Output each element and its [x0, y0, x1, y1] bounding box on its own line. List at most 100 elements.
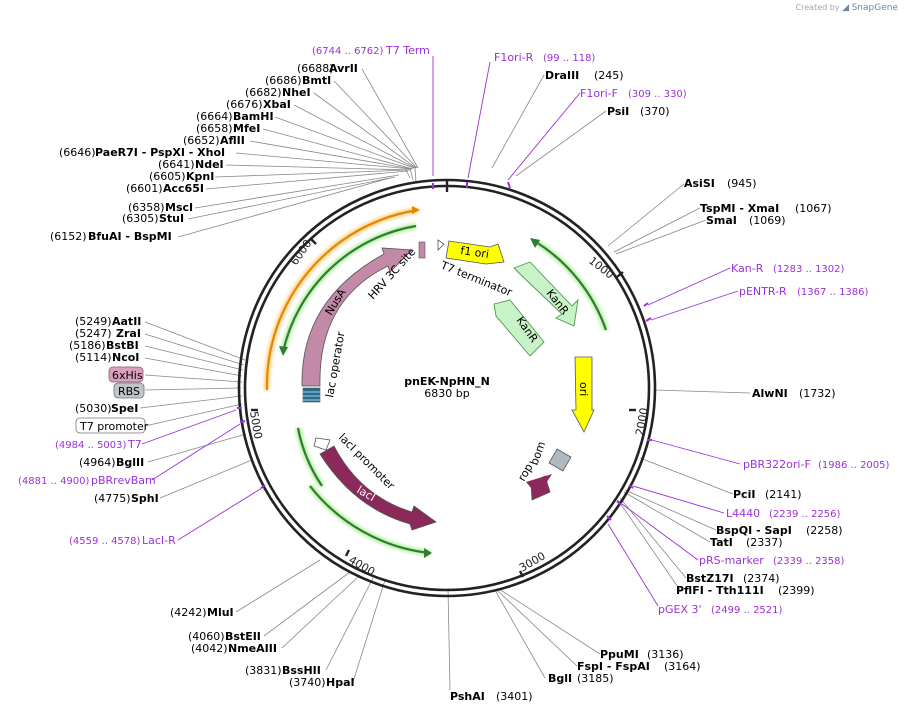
svg-text:(5186): (5186)	[69, 339, 106, 352]
enzyme-paer7i-pspxi-xhoi[interactable]: (6646)PaeR7I - PspXI - XhoI	[59, 146, 225, 159]
svg-text:Acc65I: Acc65I	[163, 182, 204, 195]
svg-text:(6646): (6646)	[59, 146, 96, 159]
enzyme-bglii[interactable]: (4964)BglII	[79, 456, 144, 469]
svg-text:(309 .. 330): (309 .. 330)	[628, 89, 687, 100]
svg-text:NdeI: NdeI	[195, 158, 224, 171]
enzyme-stui[interactable]: (6305)StuI	[122, 212, 184, 225]
primer-t7-term[interactable]: (6744 .. 6762)T7 Term	[312, 44, 430, 57]
enzyme-bfuai-bspmi[interactable]: (6152)BfuAI - BspMI	[50, 230, 172, 243]
enzyme-aflii[interactable]: (6652)AflII	[183, 134, 245, 147]
svg-text:LacI-R: LacI-R	[142, 534, 176, 547]
enzyme-bspqi-sapi[interactable]: BspQI - SapI(2258)	[716, 524, 843, 537]
svg-text:(2374): (2374)	[743, 572, 780, 585]
primer-pbr322ori-f[interactable]: pBR322ori-F(1986 .. 2005)	[743, 458, 890, 471]
primer-pbrrevbam[interactable]: (4881 .. 4900)pBRrevBam	[18, 474, 156, 487]
tick-label: 4000	[347, 553, 378, 578]
svg-text:DraIII: DraIII	[545, 69, 579, 82]
feature-6xhis[interactable]: 6xHis	[108, 366, 144, 383]
enzyme-mfei[interactable]: (6658)MfeI	[196, 122, 260, 135]
primer-pgex-3[interactable]: pGEX 3'(2499 .. 2521)	[658, 603, 783, 616]
enzyme-zrai[interactable]: (5247)ZraI	[75, 327, 141, 340]
svg-text:(6664): (6664)	[196, 110, 233, 123]
enzyme-acc65i[interactable]: (6601)Acc65I	[126, 182, 204, 195]
svg-text:BfuAI - BspMI: BfuAI - BspMI	[88, 230, 172, 243]
plasmid-size: 6830 bp	[424, 387, 469, 400]
enzyme-bgli[interactable]: BglI(3185)	[548, 672, 614, 685]
primer-pentr-r[interactable]: pENTR-R(1367 .. 1386)	[739, 285, 869, 298]
credit-brand: SnapGene	[851, 3, 898, 13]
feature-f1-ori[interactable]: f1 ori	[445, 240, 505, 265]
enzyme-alwni[interactable]: AlwNI(1732)	[752, 387, 836, 400]
enzyme-aatii[interactable]: (5249)AatII	[75, 315, 141, 328]
enzyme-pflfi-tth111i[interactable]: PflFI - Tth111I(2399)	[676, 584, 815, 597]
primer-prs-marker[interactable]: pRS-marker(2339 .. 2358)	[699, 554, 845, 567]
enzyme-smai[interactable]: SmaI(1069)	[706, 214, 786, 227]
svg-text:BssHII: BssHII	[282, 664, 321, 677]
enzyme-ndei[interactable]: (6641)NdeI	[158, 158, 224, 171]
enzyme-msci[interactable]: (6358)MscI	[128, 201, 193, 214]
tick-label: 2000	[633, 407, 651, 437]
primer-l4440[interactable]: L4440(2239 .. 2256)	[726, 507, 841, 520]
feature-rop[interactable]: rop	[515, 461, 552, 501]
enzyme-ncoi[interactable]: (5114)NcoI	[75, 351, 139, 364]
enzyme-bstbi[interactable]: (5186)BstBI	[69, 339, 139, 352]
svg-text:BamHI: BamHI	[233, 110, 274, 123]
primer-laci-r[interactable]: (4559 .. 4578)LacI-R	[69, 534, 176, 547]
svg-text:(3164): (3164)	[664, 660, 701, 673]
feature-t7-promoter[interactable]: T7 promoter	[75, 417, 149, 434]
enzyme-asisi[interactable]: AsiSI(945)	[684, 177, 757, 190]
enzyme-nmeaiii[interactable]: (4042)NmeAIII	[191, 642, 277, 655]
svg-text:PsiI: PsiI	[607, 105, 629, 118]
svg-text:(99 .. 118): (99 .. 118)	[543, 53, 595, 64]
enzyme-draiii[interactable]: DraIII(245)	[545, 69, 624, 82]
credit: Created by ◢ SnapGene	[796, 3, 898, 13]
enzyme-psii[interactable]: PsiI(370)	[607, 105, 670, 118]
svg-text:(2399): (2399)	[778, 584, 815, 597]
enzyme-ppumi[interactable]: PpuMI(3136)	[600, 648, 684, 661]
enzyme-tspmi-xmai[interactable]: TspMI - XmaI(1067)	[700, 202, 832, 215]
svg-text:F1ori-R: F1ori-R	[494, 51, 534, 64]
feature-ori[interactable]: ori	[571, 356, 595, 433]
svg-text:(1367 .. 1386): (1367 .. 1386)	[797, 287, 869, 298]
svg-text:(3831): (3831)	[245, 664, 282, 677]
svg-text:BmtI: BmtI	[302, 74, 331, 87]
primer-f1ori-r[interactable]: F1ori-R (99 .. 118)	[494, 51, 595, 64]
primer-kan-r[interactable]: Kan-R(1283 .. 1302)	[731, 262, 845, 275]
feature-label: bom	[528, 440, 549, 467]
svg-text:(6358): (6358)	[128, 201, 165, 214]
enzyme-avrii[interactable]: (6688)AvrII	[297, 62, 358, 75]
svg-text:pRS-marker: pRS-marker	[699, 554, 764, 567]
svg-text:(5030): (5030)	[75, 402, 112, 415]
svg-text:BglI: BglI	[548, 672, 572, 685]
enzyme-pcii[interactable]: PciI(2141)	[733, 488, 802, 501]
enzyme-kpni[interactable]: (6605)KpnI	[149, 170, 214, 183]
enzyme-bsshii[interactable]: (3831)BssHII	[245, 664, 321, 677]
svg-text:KpnI: KpnI	[186, 170, 214, 183]
feature-kanr-2[interactable]: KanR	[493, 299, 545, 357]
svg-text:SmaI: SmaI	[706, 214, 737, 227]
enzyme-bmti[interactable]: (6686)BmtI	[265, 74, 331, 87]
enzyme-bamhi[interactable]: (6664)BamHI	[196, 110, 274, 123]
feature-bom[interactable]: bom	[528, 440, 572, 472]
enzyme-bsteii[interactable]: (4060)BstEII	[188, 630, 261, 643]
enzyme-pshai[interactable]: PshAI(3401)	[450, 690, 533, 703]
svg-text:(1986 .. 2005): (1986 .. 2005)	[818, 460, 890, 471]
svg-text:(6605): (6605)	[149, 170, 186, 183]
primer-leader-lines	[141, 56, 741, 607]
enzyme-xbai[interactable]: (6676)XbaI	[226, 98, 291, 111]
svg-text:(6641): (6641)	[158, 158, 195, 171]
enzyme-nhei[interactable]: (6682)NheI	[245, 86, 311, 99]
enzyme-sphi[interactable]: (4775)SphI	[94, 492, 159, 505]
feature-laci[interactable]: lacI	[319, 445, 437, 531]
enzyme-bstz17i[interactable]: BstZ17I(2374)	[686, 572, 780, 585]
svg-text:NheI: NheI	[282, 86, 311, 99]
svg-text:(3740): (3740)	[289, 676, 326, 689]
enzyme-hpai[interactable]: (3740)HpaI	[289, 676, 355, 689]
enzyme-tati[interactable]: TatI(2337)	[710, 536, 783, 549]
feature-rbs[interactable]: RBS	[113, 382, 145, 399]
primer-f1ori-f[interactable]: F1ori-F(309 .. 330)	[580, 87, 687, 100]
enzyme-fspi-fspai[interactable]: FspI - FspAI(3164)	[577, 660, 701, 673]
enzyme-spei[interactable]: (5030)SpeI	[75, 402, 138, 415]
primer-t7[interactable]: (4984 .. 5003)T7	[55, 438, 142, 451]
enzyme-mlui[interactable]: (4242)MluI	[170, 606, 234, 619]
